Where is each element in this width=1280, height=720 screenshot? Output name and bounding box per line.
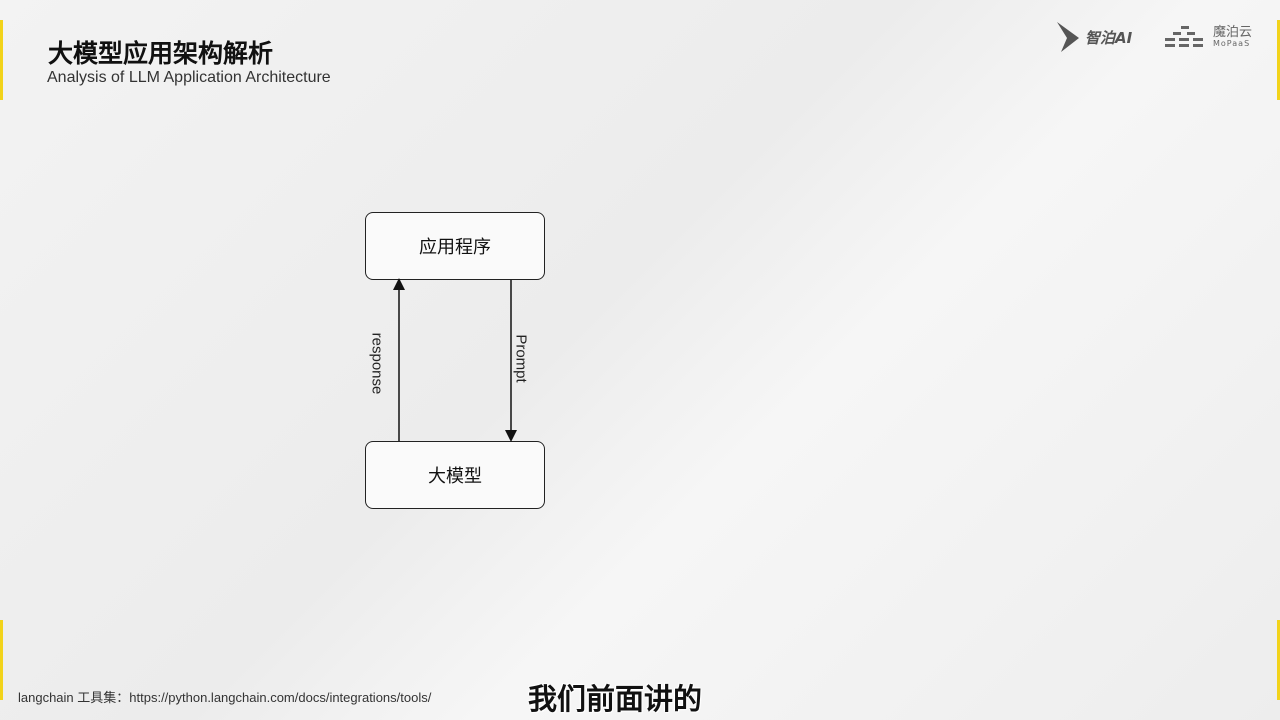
video-caption: 我们前面讲的 [528,682,703,716]
mopaas-en: MoPaaS [1213,38,1251,48]
corner-accent [0,620,3,700]
prompt-label: Prompt [512,334,530,383]
slide-subtitle: Analysis of LLM Application Architecture [47,69,331,86]
corner-accent [0,20,3,100]
zhipu-logo-text: 智泊AI [1085,28,1133,47]
llm-box: 大模型 [365,441,545,509]
mopaas-logo-icon [1165,26,1203,47]
mopaas-cn: 魔泊云 [1213,24,1253,40]
corner-accent [1277,620,1280,700]
footer-link: langchain 工具集：https://python.langchain.c… [18,690,432,705]
zhipu-logo-icon [1057,22,1079,52]
app-box: 应用程序 [365,212,545,280]
response-label: response [368,332,386,395]
slide-title: 大模型应用架构解析 [48,39,274,68]
corner-accent [1277,20,1280,100]
zhipu-logo: 智泊AI [1055,20,1132,54]
